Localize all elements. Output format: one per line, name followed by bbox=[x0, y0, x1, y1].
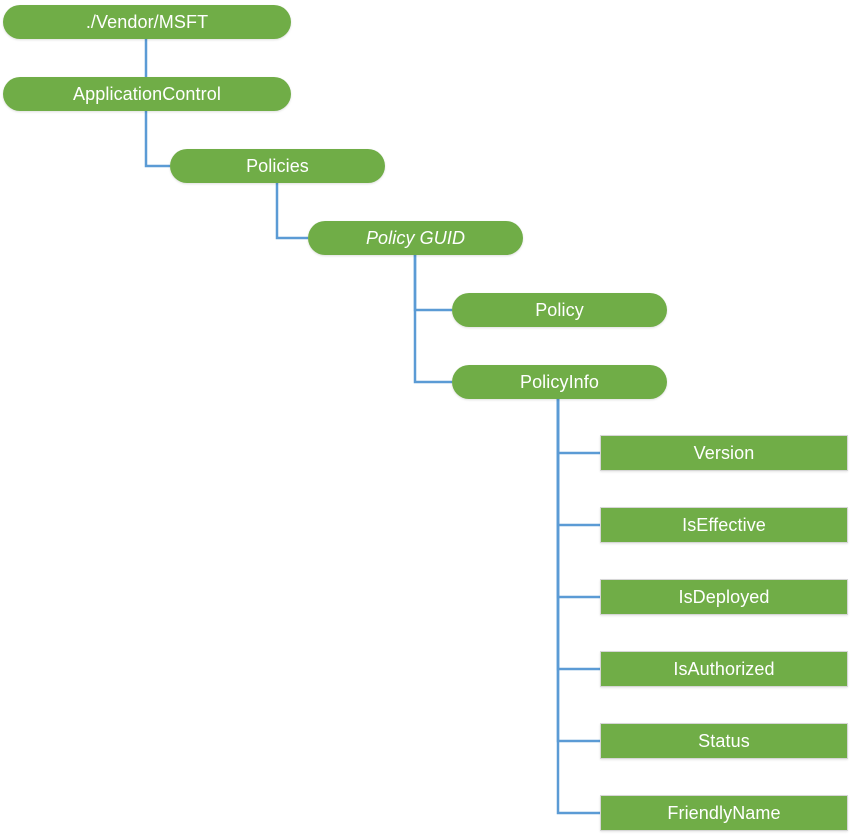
node-label-application-control: ApplicationControl bbox=[73, 84, 221, 104]
node-label-policies: Policies bbox=[246, 156, 309, 176]
node-policy-info: PolicyInfo bbox=[452, 365, 667, 399]
node-policies: Policies bbox=[170, 149, 385, 183]
node-is-authorized: IsAuthorized bbox=[600, 651, 848, 687]
node-is-effective: IsEffective bbox=[600, 507, 848, 543]
node-policy-guid: Policy GUID bbox=[308, 221, 523, 255]
connector-policyinfo-to-isdeployed bbox=[556, 399, 600, 599]
connector-policyinfo-to-iseffective bbox=[556, 399, 600, 527]
node-is-deployed: IsDeployed bbox=[600, 579, 848, 615]
node-label-is-effective: IsEffective bbox=[682, 515, 766, 535]
connector-policyinfo-to-isauthorized bbox=[556, 399, 600, 671]
node-label-version: Version bbox=[693, 443, 755, 463]
node-policy: Policy bbox=[452, 293, 667, 327]
node-version: Version bbox=[600, 435, 848, 471]
node-status: Status bbox=[600, 723, 848, 759]
node-application-control: ApplicationControl bbox=[3, 77, 291, 111]
node-label-policy-info: PolicyInfo bbox=[519, 372, 600, 392]
connector-guid-to-policy bbox=[413, 255, 452, 312]
connector-policyinfo-to-version bbox=[556, 399, 600, 455]
node-friendly-name: FriendlyName bbox=[600, 795, 848, 831]
node-label-friendly-name: FriendlyName bbox=[667, 803, 781, 823]
node-label-vendor-msft: ./Vendor/MSFT bbox=[85, 12, 209, 32]
connector-policyinfo-to-friendlyname bbox=[556, 399, 600, 815]
connector-policyinfo-to-status bbox=[556, 399, 600, 743]
node-label-is-authorized: IsAuthorized bbox=[673, 659, 775, 679]
connector-appcontrol-to-policies bbox=[144, 111, 170, 168]
node-label-policy: Policy bbox=[535, 300, 584, 320]
node-label-is-deployed: IsDeployed bbox=[678, 587, 770, 607]
connector-policies-to-guid bbox=[275, 183, 308, 240]
node-label-status: Status bbox=[698, 731, 750, 751]
node-vendor-msft: ./Vendor/MSFT bbox=[3, 5, 291, 39]
connector-guid-to-policyinfo bbox=[413, 255, 452, 384]
node-label-policy-guid: Policy GUID bbox=[365, 228, 466, 248]
